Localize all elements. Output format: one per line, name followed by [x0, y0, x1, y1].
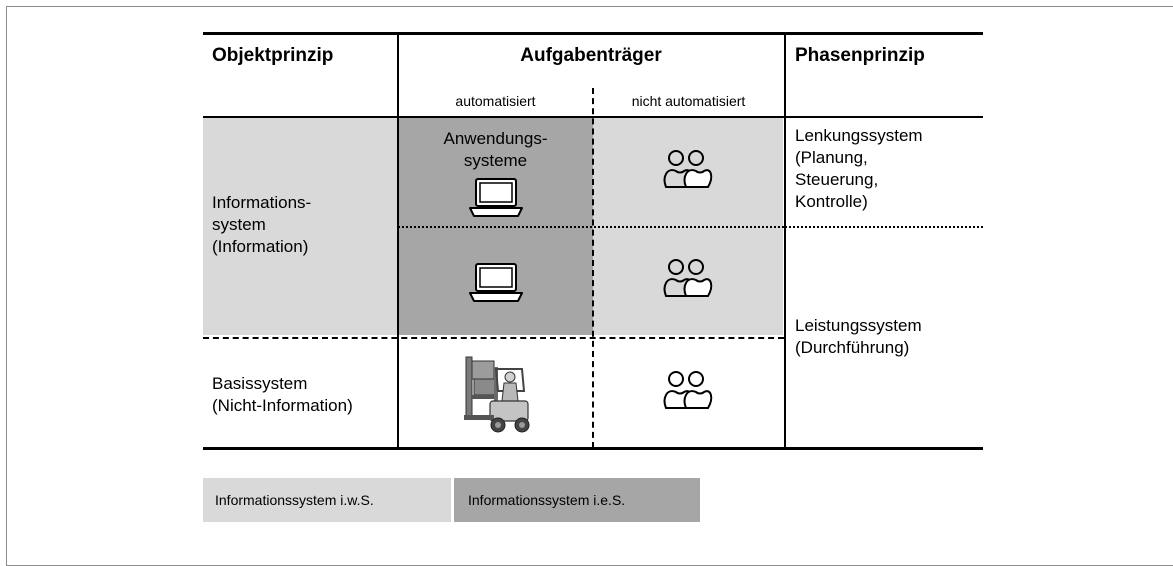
automation-divider [592, 88, 594, 448]
header-aufgabentraeger: Aufgabenträger [520, 45, 662, 66]
phase-split-line [785, 226, 983, 228]
automated-split-line [398, 226, 784, 228]
people-icon [663, 150, 713, 188]
label-informationssystem: Informations- system (Information) [212, 192, 311, 258]
top-rule [203, 32, 983, 35]
subheader-automatisiert: automatisiert [455, 93, 536, 109]
column-divider-right [784, 32, 786, 448]
label-informationssystem-line2: system [212, 215, 266, 234]
bottom-rule [203, 447, 983, 450]
people-icon [663, 371, 713, 409]
header-phasenprinzip: Phasenprinzip [795, 45, 925, 66]
laptop-icon [469, 263, 523, 302]
legend-informationssystem-ies: Informationssystem i.e.S. [454, 478, 700, 522]
people-icon [663, 259, 713, 297]
legend-ies-label: Informationssystem i.e.S. [468, 492, 626, 508]
label-informationssystem-line1: Informations- [212, 193, 312, 212]
laptop-icon [469, 178, 523, 217]
label-leistungssystem-line1: Leistungssystem [795, 316, 922, 335]
label-leistungssystem-line2: (Durchführung) [795, 338, 910, 357]
subheader-nicht-automatisiert: nicht automatisiert [631, 93, 746, 109]
label-anwendungssysteme: Anwendungs- systeme [398, 128, 593, 172]
label-basissystem: Basissystem (Nicht-Information) [212, 373, 353, 417]
info-basis-separator [203, 337, 784, 339]
label-lenkungssystem-line3: Steuerung, [795, 170, 879, 189]
label-lenkungssystem-line2: (Planung, [795, 148, 868, 167]
label-basissystem-line1: Basissystem [212, 374, 308, 393]
legend-iws-label: Informationssystem i.w.S. [215, 492, 374, 508]
label-basissystem-line2: (Nicht-Information) [212, 396, 353, 415]
label-anwendungssysteme-line1: Anwendungs- [443, 129, 548, 148]
column-divider-left [397, 32, 399, 448]
label-anwendungssysteme-line2: systeme [463, 151, 528, 170]
legend-informationssystem-iws: Informationssystem i.w.S. [203, 478, 451, 522]
label-leistungssystem: Leistungssystem (Durchführung) [795, 315, 922, 359]
label-lenkungssystem-line4: Kontrolle) [795, 192, 868, 211]
forklift-icon [464, 356, 530, 433]
header-objektprinzip: Objektprinzip [212, 45, 334, 66]
label-lenkungssystem-line1: Lenkungssystem [795, 126, 923, 145]
label-lenkungssystem: Lenkungssystem (Planung, Steuerung, Kont… [795, 125, 923, 213]
label-informationssystem-line3: (Information) [212, 237, 309, 256]
